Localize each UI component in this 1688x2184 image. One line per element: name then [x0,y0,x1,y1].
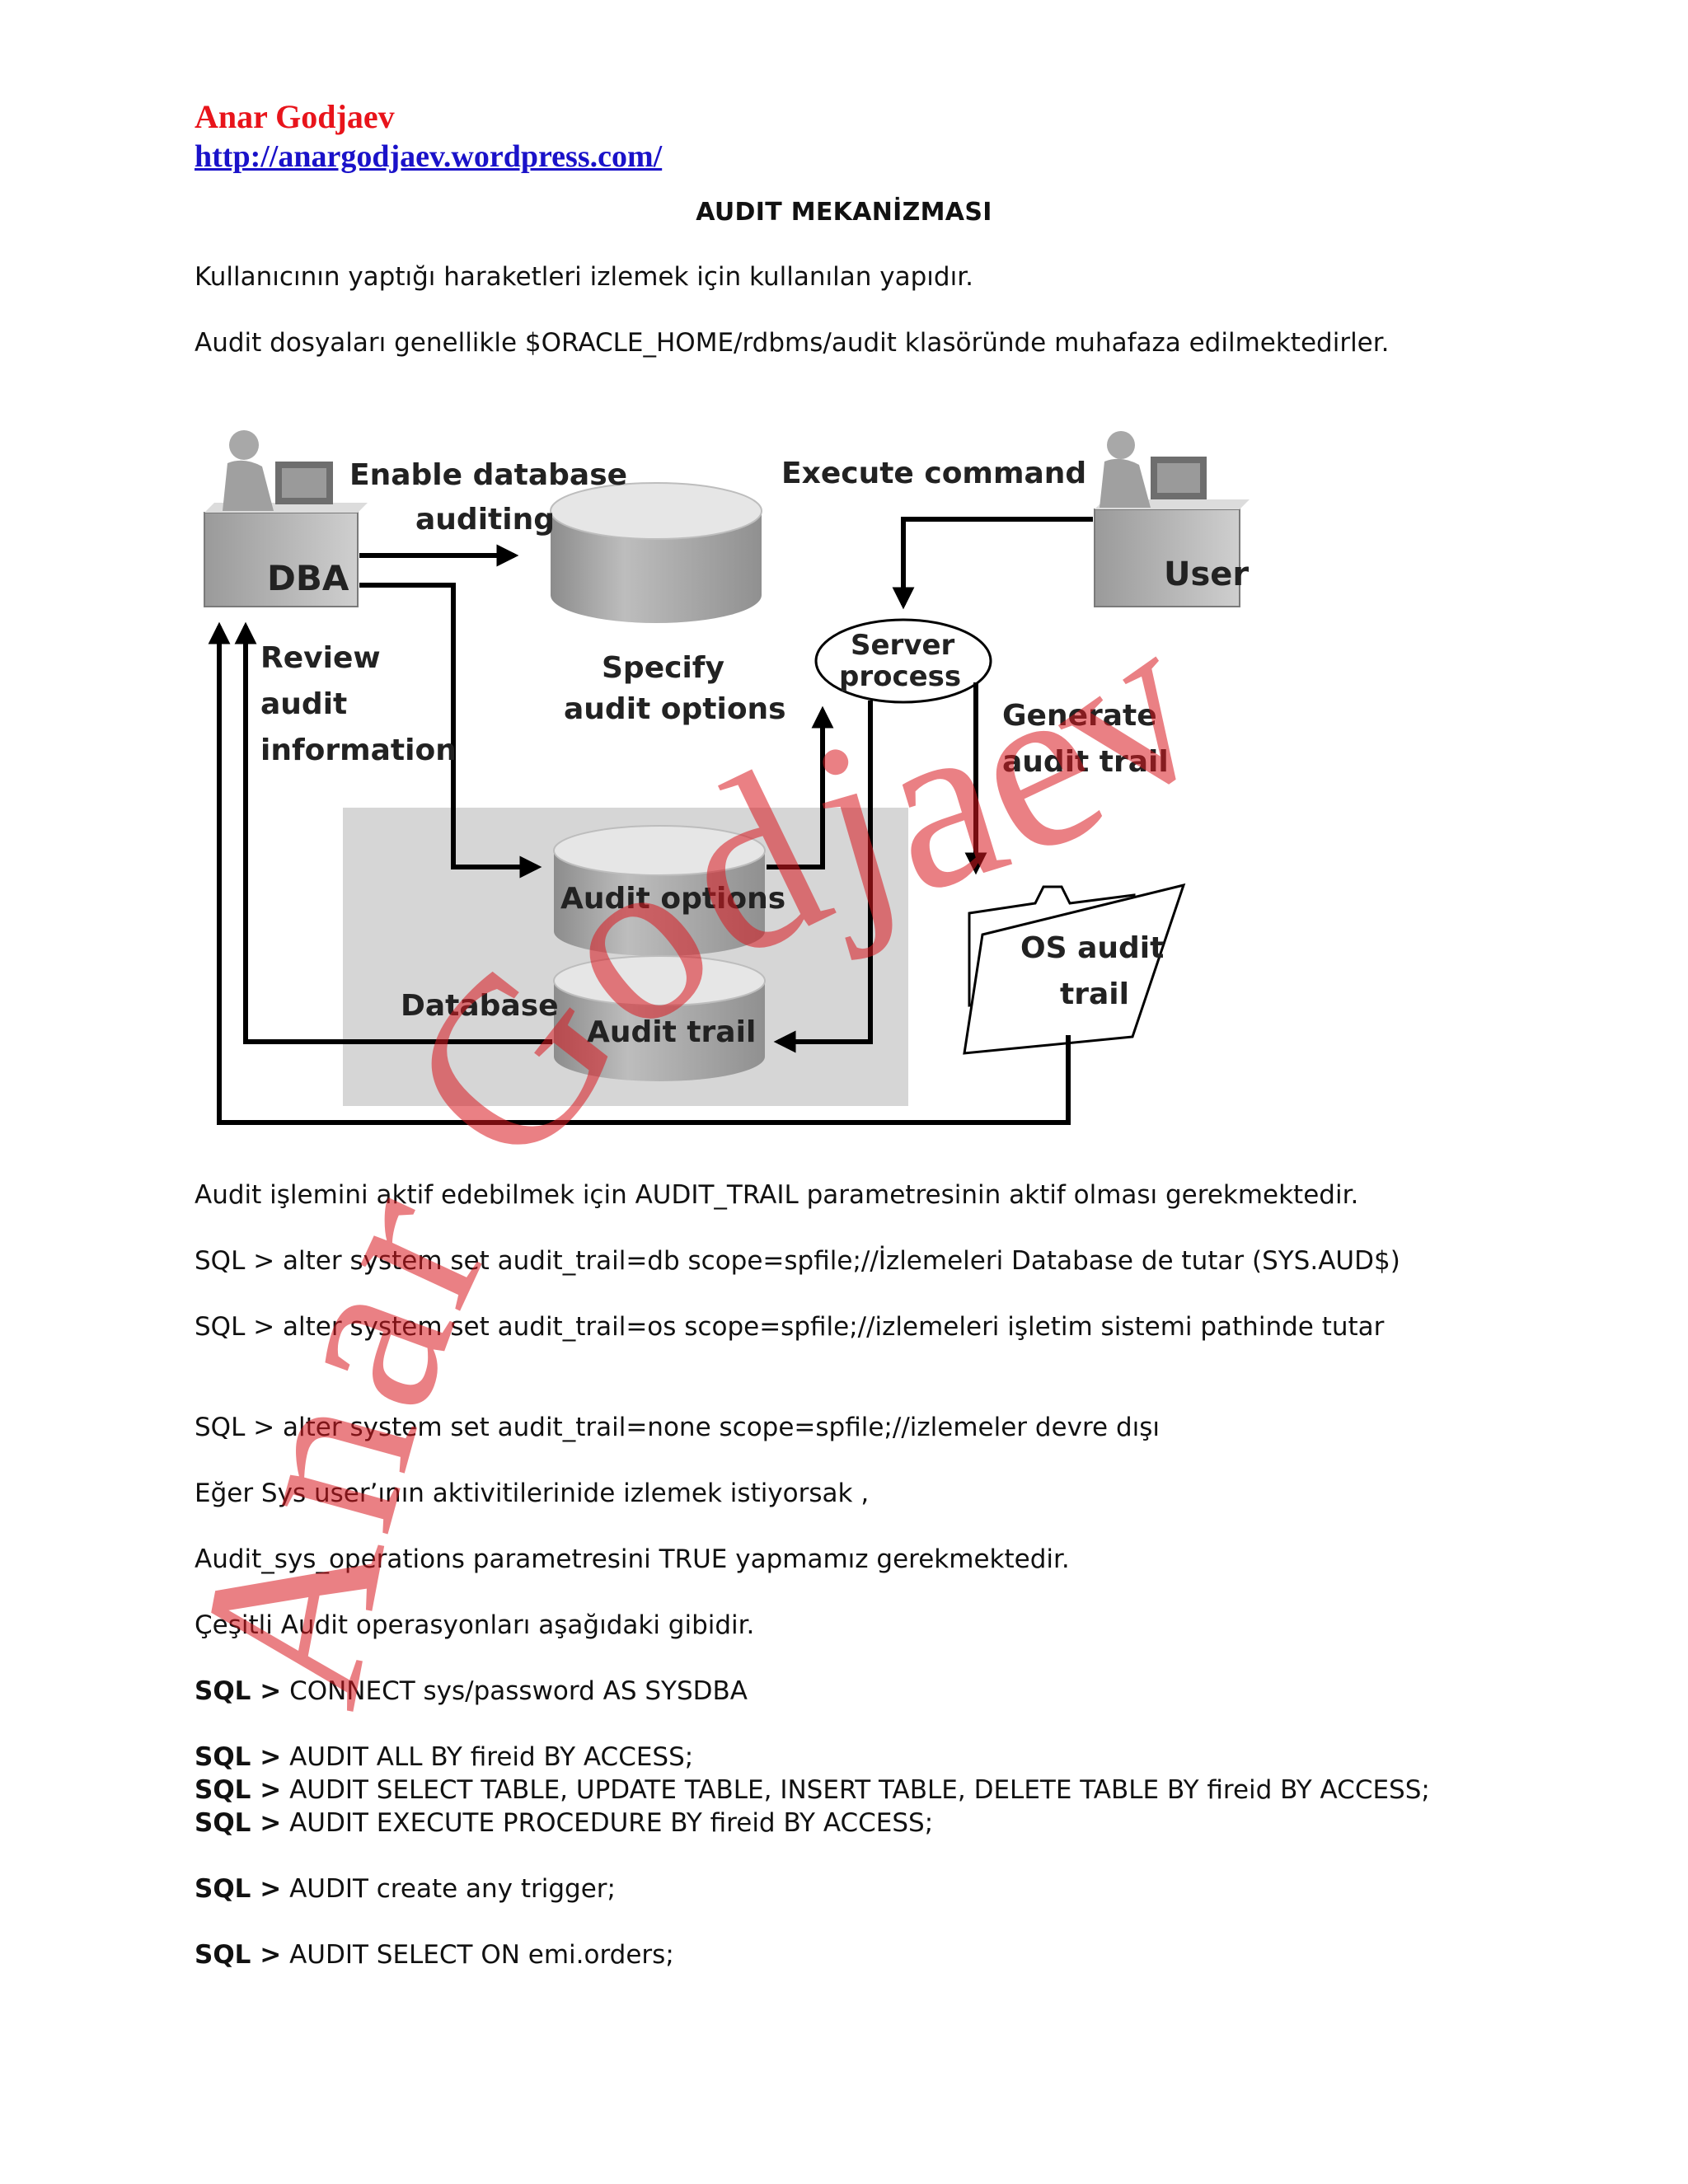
audit-diagram: DBA User Enable database auditing Execut… [195,387,1431,1137]
arrow-generate-db-trail [773,701,873,1053]
sql-os-line: SQL > alter system set audit_trail=os sc… [195,1312,1385,1342]
audit-options-cylinder [553,825,766,956]
command-text: AUDIT EXECUTE PROCEDURE BY fireid BY ACC… [289,1808,934,1838]
user-icon [1094,431,1250,607]
database-cylinder [550,482,762,623]
database-label: Database [401,989,559,1023]
sys-operations-paragraph: Audit_sys_operations parametresini TRUE … [195,1544,1070,1574]
command-text: AUDIT SELECT TABLE, UPDATE TABLE, INSERT… [289,1775,1430,1805]
page-title: AUDIT MEKANİZMASI [696,198,992,227]
command-line: SQL > CONNECT sys/password AS SYSDBA [195,1675,748,1708]
audit-files-paragraph: Audit dosyaları genellikle $ORACLE_HOME/… [195,328,1390,358]
specify-label-1: Specify [602,651,724,685]
arrow-review-os [208,621,1071,1125]
specify-label-2: audit options [564,692,786,726]
blog-link[interactable]: http://anargodjaev.wordpress.com/ [195,139,663,174]
user-label: User [1164,555,1249,593]
sql-prompt: SQL > [195,1676,282,1706]
arrow-review-db [234,621,552,1044]
arrow-options-to-server [767,705,834,869]
command-text: AUDIT SELECT ON emi.orders; [289,1940,674,1970]
sql-none-line: SQL > alter system set audit_trail=none … [195,1413,1160,1442]
arrow-execute-command [892,517,1093,610]
sql-prompt: SQL > [195,1940,282,1970]
audit-trail-cylinder [553,955,766,1081]
sql-prompt: SQL > [195,1742,282,1772]
audit-trail-label: Audit trail [587,1015,756,1049]
os-audit-trail-folder [963,883,1186,1055]
generate-label-2: audit trail [1002,745,1169,779]
command-text: AUDIT create any trigger; [289,1874,616,1904]
sql-db-line: SQL > alter system set audit_trail=db sc… [195,1246,1400,1276]
command-text: CONNECT sys/password AS SYSDBA [289,1676,748,1706]
dba-icon [204,430,368,607]
server-label-2: process [839,660,961,693]
enable-auditing-label-2: auditing [415,503,555,537]
review-label-3: information [260,733,457,767]
server-process-node [814,618,992,704]
execute-command-label: Execute command [781,457,1086,490]
review-label-2: audit [260,687,347,721]
command-line: SQL > AUDIT EXECUTE PROCEDURE BY fireid … [195,1807,933,1840]
os-audit-label-2: trail [1060,977,1129,1011]
audit-options-label: Audit options [560,882,785,916]
sql-prompt: SQL > [195,1874,282,1904]
generate-label-1: Generate [1002,699,1157,733]
command-line: SQL > AUDIT create any trigger; [195,1872,616,1905]
command-line: SQL > AUDIT SELECT TABLE, UPDATE TABLE, … [195,1774,1430,1807]
command-text: AUDIT ALL BY fireid BY ACCESS; [289,1742,694,1772]
command-line: SQL > AUDIT SELECT ON emi.orders; [195,1938,674,1971]
sql-prompt: SQL > [195,1808,282,1838]
dba-label: DBA [267,558,349,598]
author-name: Anar Godjaev [195,98,395,135]
sql-prompt: SQL > [195,1775,282,1805]
arrow-specify-options [359,583,542,879]
review-label-1: Review [260,641,381,675]
os-audit-label-1: OS audit [1020,931,1164,965]
sys-user-paragraph: Eğer Sys user’ının aktivitilerinide izle… [195,1479,870,1508]
audit-trail-paragraph: Audit işlemini aktif edebilmek için AUDI… [195,1180,1359,1210]
intro-paragraph: Kullanıcının yaptığı haraketleri izlemek… [195,262,973,292]
command-line: SQL > AUDIT ALL BY fireid BY ACCESS; [195,1741,693,1774]
operations-intro: Çeşitli Audit operasyonları aşağıdaki gi… [195,1610,755,1640]
enable-auditing-label-1: Enable database [349,458,627,492]
server-label-1: Server [851,629,955,662]
